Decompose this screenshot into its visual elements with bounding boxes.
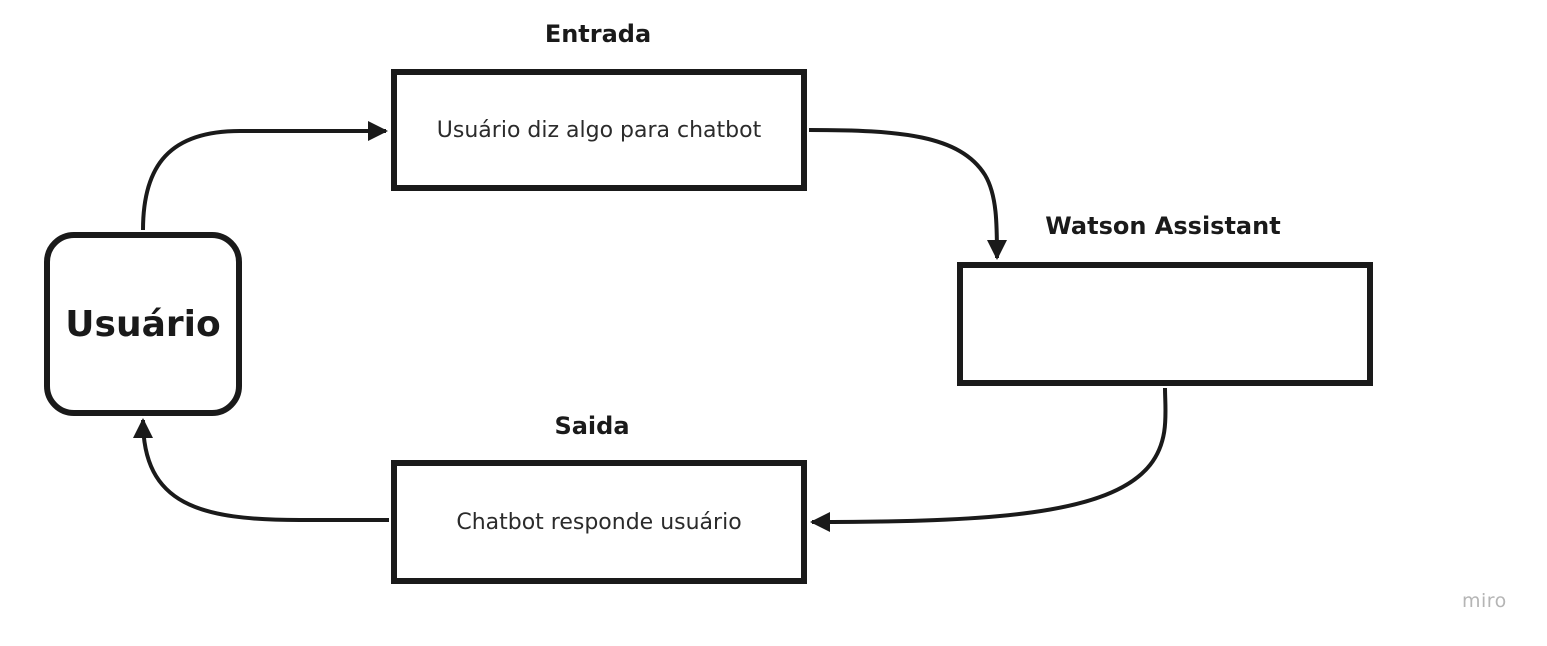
saida-title: Saida xyxy=(554,412,630,440)
arrow-watson-to-saida[interactable] xyxy=(810,387,1168,532)
entrada-title: Entrada xyxy=(544,20,652,48)
arrow-saida-to-user[interactable] xyxy=(133,418,389,522)
user-node-label: Usuário xyxy=(65,303,221,345)
watson-title: Watson Assistant xyxy=(1045,212,1281,240)
arrow-user-to-entrada[interactable] xyxy=(141,121,388,231)
watson-node[interactable] xyxy=(957,262,1373,386)
saida-node-text: Chatbot responde usuário xyxy=(456,509,742,535)
entrada-node-text: Usuário diz algo para chatbot xyxy=(436,117,762,143)
user-node[interactable]: Usuário xyxy=(44,232,242,416)
miro-watermark: miro xyxy=(1462,590,1507,612)
entrada-node[interactable]: Usuário diz algo para chatbot xyxy=(391,69,807,191)
saida-node[interactable]: Chatbot responde usuário xyxy=(391,460,807,584)
arrow-entrada-to-watson[interactable] xyxy=(808,128,1007,260)
